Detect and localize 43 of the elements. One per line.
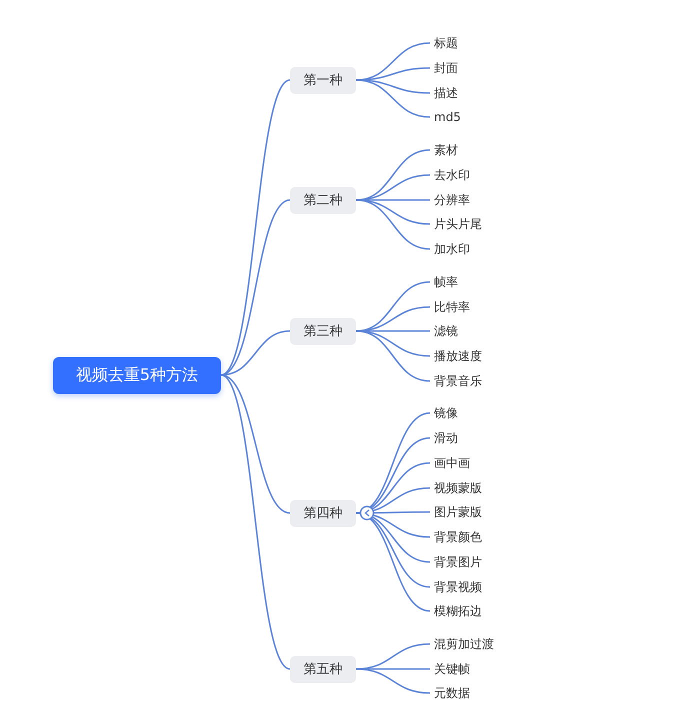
connector-line	[356, 67, 430, 81]
leaf-topic-text: 素材	[430, 141, 458, 159]
leaf-topic-text: 封面	[430, 59, 458, 77]
branch-topic-box: 第一种	[290, 66, 356, 94]
leaf-topic-text: 画中画	[430, 454, 470, 472]
connector-line	[356, 174, 430, 201]
leaf-topic-text: 关键帧	[430, 660, 470, 678]
leaf-topic-text: 混剪加过渡	[430, 635, 494, 653]
leaf-topic-text: 滤镜	[430, 322, 458, 340]
leaf-topic-text: 图片蒙版	[430, 503, 482, 521]
leaf-topic-text: 标题	[430, 34, 458, 52]
connector-line	[356, 79, 430, 118]
leaf-topic-text: 播放速度	[430, 347, 482, 365]
leaf-topic-text: 镜像	[430, 404, 458, 422]
branch-topic-box: 第四种	[290, 500, 356, 526]
connector-line	[356, 306, 430, 332]
leaf-topic-text: 帧率	[430, 273, 458, 291]
leaf-topic-text: md5	[430, 108, 461, 126]
connector-line	[220, 374, 290, 514]
connector-line	[220, 79, 290, 376]
leaf-topic-text: 描述	[430, 84, 458, 102]
root-topic-box: 视频去重5种方法	[53, 356, 221, 394]
connector-line	[356, 199, 430, 250]
leaf-topic-text: 元数据	[430, 684, 470, 702]
connector-line	[356, 643, 430, 670]
leaf-topic-text: 片头片尾	[430, 215, 482, 233]
connector-line	[356, 330, 430, 382]
leaf-topic-text: 比特率	[430, 298, 470, 316]
connector-line	[220, 374, 290, 670]
leaf-topic-text: 模糊拓边	[430, 602, 482, 620]
leaf-topic-text: 视频蒙版	[430, 479, 482, 497]
leaf-topic-text: 背景图片	[430, 553, 482, 571]
connector-line	[356, 668, 430, 694]
leaf-topic-text: 滑动	[430, 429, 458, 447]
leaf-topic-text: 背景视频	[430, 578, 482, 596]
branch-topic-box: 第三种	[290, 318, 356, 344]
leaf-topic-text: 去水印	[430, 166, 470, 184]
leaf-topic-text: 加水印	[430, 240, 470, 258]
branch-topic-box: 第二种	[290, 186, 356, 214]
leaf-topic-text: 背景颜色	[430, 528, 482, 546]
leaf-topic-text: 背景音乐	[430, 372, 482, 390]
leaf-topic-text: 分辨率	[430, 191, 470, 209]
branch-topic-box: 第五种	[290, 656, 356, 682]
